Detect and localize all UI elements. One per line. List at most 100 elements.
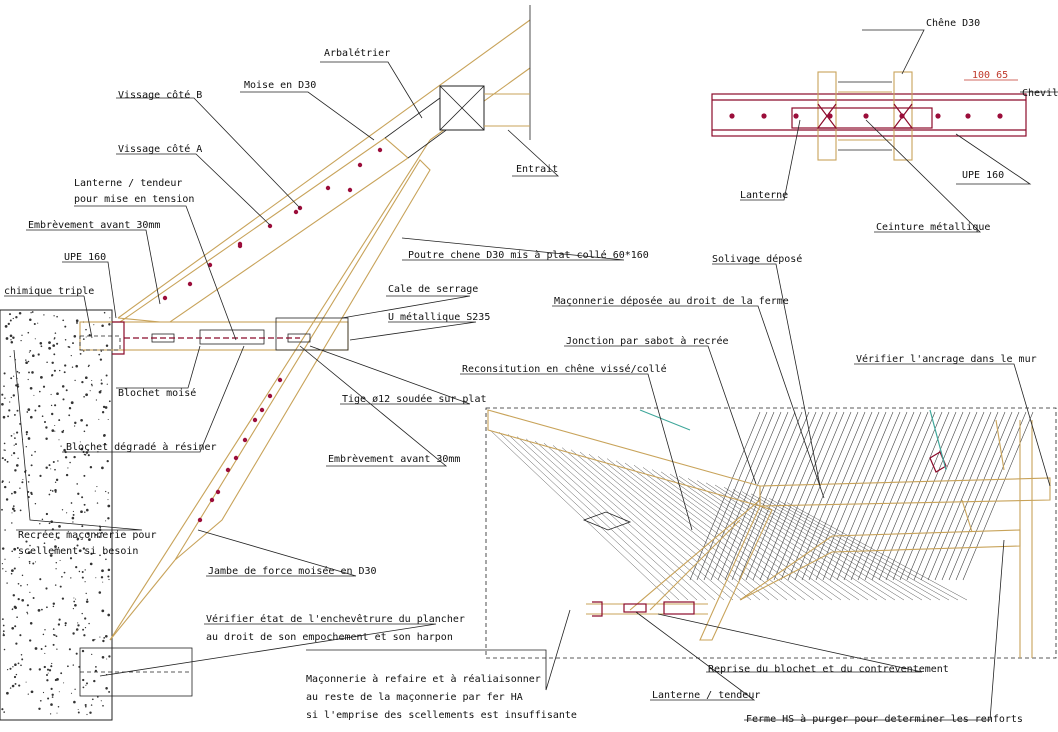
screw-dot [225, 467, 231, 473]
masonry-speck [82, 678, 85, 682]
masonry-speck [13, 675, 17, 679]
masonry-speck [3, 648, 6, 651]
masonry-speck [58, 691, 60, 693]
masonry-speck [32, 354, 35, 357]
masonry-speck [7, 322, 10, 326]
masonry-speck [16, 431, 19, 434]
masonry-speck [67, 345, 70, 348]
screw-dot [215, 489, 221, 495]
masonry-speck [85, 705, 87, 708]
masonry-speck [43, 420, 47, 424]
masonry-speck [64, 622, 67, 625]
masonry-speck [85, 592, 87, 595]
masonry-speck [104, 634, 108, 638]
masonry-speck [26, 611, 28, 614]
masonry-speck [64, 338, 67, 341]
masonry-speck [54, 424, 56, 427]
masonry-speck [90, 704, 93, 706]
masonry-speck [89, 390, 91, 392]
masonry-speck [71, 516, 75, 520]
masonry-speck [98, 353, 101, 356]
masonry-speck [67, 467, 69, 469]
masonry-speck [31, 311, 34, 313]
masonry-speck [11, 626, 15, 630]
masonry-speck [58, 419, 61, 422]
masonry-speck [62, 429, 65, 432]
masonry-speck [81, 612, 83, 615]
masonry-speck [25, 433, 28, 436]
hatch-line [906, 411, 978, 581]
masonry-speck [60, 445, 62, 447]
masonry-speck [54, 481, 57, 483]
masonry-speck [81, 649, 85, 653]
masonry-speck [15, 316, 18, 319]
screw-dot [259, 407, 265, 413]
hatch-line [552, 445, 734, 601]
label-cale: Cale de serrage [388, 284, 478, 295]
hatch-line [857, 411, 929, 581]
masonry-speck [106, 658, 108, 660]
masonry-speck [79, 352, 82, 355]
masonry-speck [11, 522, 13, 524]
masonry-speck [26, 411, 29, 413]
masonry-speck [1, 708, 4, 711]
masonry-speck [10, 339, 12, 341]
label-reprise: Reprise du blochet et du contreventement [708, 664, 949, 675]
masonry-speck [68, 414, 71, 417]
label-verifier-1: Vérifier état de l'enchevêtrure du planc… [206, 613, 465, 625]
hatch-line [850, 411, 922, 581]
masonry-speck [108, 578, 110, 581]
masonry-speck [63, 371, 66, 374]
masonry-speck [30, 312, 32, 314]
masonry-speck [61, 509, 64, 511]
masonry-speck [96, 696, 99, 698]
masonry-speck [83, 430, 86, 433]
masonry-speck [43, 542, 46, 544]
masonry-speck [38, 707, 41, 711]
masonry-speck [95, 399, 98, 401]
masonry-speck [78, 549, 82, 553]
masonry-speck [82, 338, 85, 340]
masonry-speck [14, 469, 17, 472]
masonry-speck [51, 412, 54, 416]
masonry-speck [98, 418, 100, 420]
masonry-speck [98, 591, 102, 594]
masonry-speck [105, 374, 108, 377]
label-arbaletrier: Arbalétrier [324, 47, 390, 59]
hatch-line [780, 411, 852, 581]
hatch-line [768, 497, 950, 601]
label-u-metal: U métallique S235 [388, 311, 490, 323]
labels-top-right: Chêne D30 100 65 Chevil Lanterne UPE 160… [740, 17, 1058, 233]
label-embrevement-2: Embrèvement avant 30mm [328, 453, 460, 465]
hatch-line [651, 469, 833, 601]
masonry-speck [21, 574, 24, 577]
masonry-speck [107, 575, 110, 578]
screw-pattern-right [729, 113, 1003, 119]
label-maconnerie-1: Maçonnerie à refaire et à réaliaisonner [306, 673, 541, 685]
masonry-speck [9, 334, 13, 338]
masonry-speck [51, 696, 54, 698]
masonry-speck [77, 624, 80, 627]
hatch-line [642, 467, 824, 601]
masonry-speck [40, 345, 43, 348]
masonry-speck [81, 525, 84, 528]
masonry-speck [59, 369, 61, 372]
screw-dot [965, 113, 971, 119]
masonry-speck [28, 351, 30, 353]
masonry-speck [85, 684, 87, 686]
masonry-speck [50, 404, 53, 407]
masonry-speck [53, 338, 55, 340]
masonry-speck [84, 511, 86, 513]
masonry-speck [81, 380, 84, 384]
label-moise-d30: Moise en D30 [244, 80, 316, 91]
masonry-speck [63, 571, 66, 574]
masonry-speck [76, 544, 79, 547]
masonry-speck [27, 437, 31, 440]
hatch-line [794, 411, 866, 581]
masonry-speck [55, 568, 57, 570]
label-tige: Tige ø12 soudée sur plat [342, 393, 487, 405]
masonry-speck [107, 504, 111, 508]
masonry-speck [84, 617, 87, 620]
masonry-speck [53, 353, 56, 356]
masonry-speck [54, 332, 57, 334]
